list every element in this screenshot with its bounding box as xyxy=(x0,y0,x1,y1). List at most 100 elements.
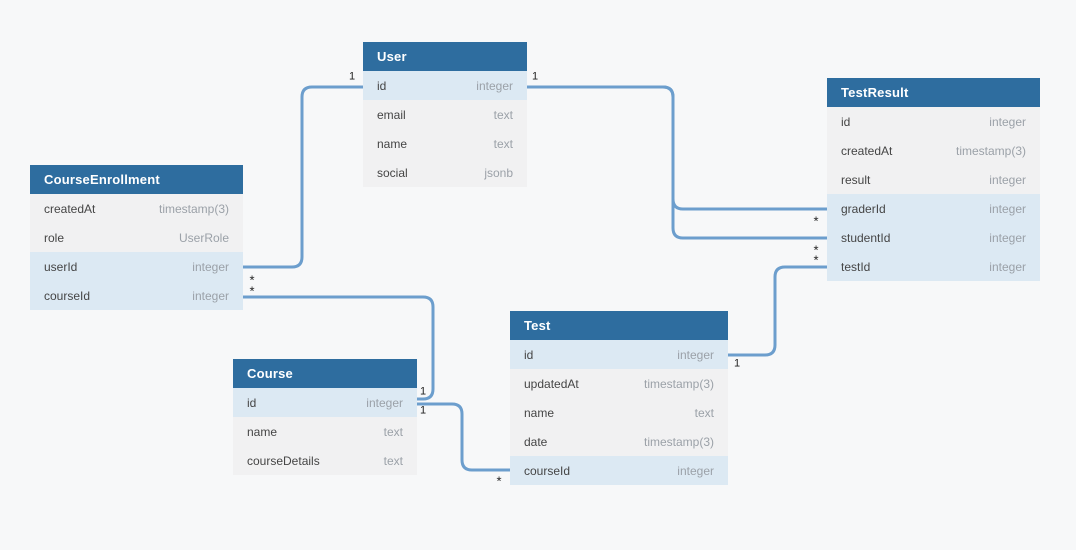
field-name: id xyxy=(247,395,257,410)
field-name: updatedAt xyxy=(524,376,579,391)
field-name: email xyxy=(377,107,406,122)
field-name: testId xyxy=(841,259,871,274)
field-row-createdAt[interactable]: createdAt timestamp(3) xyxy=(30,194,243,223)
field-row-userId[interactable]: userId integer xyxy=(30,252,243,281)
table-header-user[interactable]: User xyxy=(363,42,527,71)
cardinality-label-test-id: 1 xyxy=(733,357,741,370)
cardinality-label-user-right: 1 xyxy=(531,70,539,83)
field-name: result xyxy=(841,172,871,187)
field-type: text xyxy=(694,405,714,420)
field-type: timestamp(3) xyxy=(643,376,714,391)
connector-test-testresult xyxy=(728,265,827,357)
cardinality-label-course-id-bottom: 1 xyxy=(419,404,427,417)
field-type: text xyxy=(383,453,403,468)
cardinality-label-tr-studentid: * xyxy=(813,242,819,258)
table-fields-courseenrollment: createdAt timestamp(3) role UserRole userId i… xyxy=(30,194,243,310)
field-row-id[interactable]: id integer xyxy=(510,340,728,369)
field-name: id xyxy=(377,78,387,93)
field-type: integer xyxy=(989,230,1026,245)
field-row-studentId[interactable]: studentId integer xyxy=(827,223,1040,252)
table-title: TestResult xyxy=(841,85,909,100)
field-type: UserRole xyxy=(178,230,229,245)
cardinality-label-user-left: 1 xyxy=(348,70,356,83)
field-name: role xyxy=(44,230,65,245)
field-row-id[interactable]: id integer xyxy=(233,388,417,417)
table-test[interactable]: Test id integer updatedAt timestamp(3) name t… xyxy=(510,311,728,485)
field-type: integer xyxy=(192,288,229,303)
field-row-social[interactable]: social jsonb xyxy=(363,158,527,187)
field-name: courseId xyxy=(44,288,91,303)
cardinality-label-ce-courseid: * xyxy=(249,283,255,299)
field-row-updatedAt[interactable]: updatedAt timestamp(3) xyxy=(510,369,728,398)
table-header-test[interactable]: Test xyxy=(510,311,728,340)
field-row-name[interactable]: name text xyxy=(233,417,417,446)
field-type: integer xyxy=(476,78,513,93)
field-name: userId xyxy=(44,259,78,274)
table-header-testresult[interactable]: TestResult xyxy=(827,78,1040,107)
table-title: Test xyxy=(524,318,551,333)
field-row-courseId[interactable]: courseId integer xyxy=(30,281,243,310)
field-row-testId[interactable]: testId integer xyxy=(827,252,1040,281)
table-title: Course xyxy=(247,366,293,381)
field-name: createdAt xyxy=(44,201,96,216)
table-header-course[interactable]: Course xyxy=(233,359,417,388)
field-row-graderId[interactable]: graderId integer xyxy=(827,194,1040,223)
connector-course-test xyxy=(417,402,510,472)
field-type: timestamp(3) xyxy=(955,143,1026,158)
field-type: integer xyxy=(989,201,1026,216)
field-row-date[interactable]: date timestamp(3) xyxy=(510,427,728,456)
field-type: integer xyxy=(989,259,1026,274)
table-fields-course: id integer name text courseDetails text xyxy=(233,388,417,475)
field-name: date xyxy=(524,434,548,449)
field-name: name xyxy=(247,424,278,439)
field-type: integer xyxy=(366,395,403,410)
field-type: integer xyxy=(677,347,714,362)
field-name: courseDetails xyxy=(247,453,320,468)
field-type: integer xyxy=(192,259,229,274)
table-header-courseenrollment[interactable]: CourseEnrollment xyxy=(30,165,243,194)
field-row-email[interactable]: email text xyxy=(363,100,527,129)
field-type: integer xyxy=(677,463,714,478)
field-row-id[interactable]: id integer xyxy=(827,107,1040,136)
cardinality-label-tr-testid: * xyxy=(813,252,819,268)
table-fields-test: id integer updatedAt timestamp(3) name text da… xyxy=(510,340,728,485)
cardinality-label-ce-userid: * xyxy=(249,272,255,288)
field-row-courseId[interactable]: courseId integer xyxy=(510,456,728,485)
connector-user-courseenrollment xyxy=(243,85,363,269)
field-row-id[interactable]: id integer xyxy=(363,71,527,100)
table-title: User xyxy=(377,49,407,64)
field-type: jsonb xyxy=(484,165,513,180)
field-name: name xyxy=(524,405,555,420)
field-type: integer xyxy=(989,114,1026,129)
field-type: text xyxy=(383,424,403,439)
cardinality-label-test-courseid: * xyxy=(496,473,502,489)
field-row-name[interactable]: name text xyxy=(510,398,728,427)
table-testresult[interactable]: TestResult id integer createdAt timestamp(3… xyxy=(827,78,1040,281)
field-name: social xyxy=(377,165,408,180)
field-name: createdAt xyxy=(841,143,893,158)
cardinality-label-tr-graderid: * xyxy=(813,213,819,229)
field-type: text xyxy=(493,136,513,151)
field-name: courseId xyxy=(524,463,571,478)
cardinality-label-course-id-top: 1 xyxy=(419,385,427,398)
field-name: graderId xyxy=(841,201,886,216)
field-type: text xyxy=(493,107,513,122)
table-title: CourseEnrollment xyxy=(44,172,160,187)
field-row-role[interactable]: role UserRole xyxy=(30,223,243,252)
field-type: timestamp(3) xyxy=(643,434,714,449)
field-type: timestamp(3) xyxy=(158,201,229,216)
connector-user-testresult-grader xyxy=(527,85,827,211)
table-course[interactable]: Course id integer name text courseDetails tex… xyxy=(233,359,417,475)
field-name: id xyxy=(841,114,851,129)
field-row-courseDetails[interactable]: courseDetails text xyxy=(233,446,417,475)
field-name: id xyxy=(524,347,534,362)
table-courseenrollment[interactable]: CourseEnrollment createdAt timestamp(3) ro… xyxy=(30,165,243,310)
field-row-createdAt[interactable]: createdAt timestamp(3) xyxy=(827,136,1040,165)
field-name: studentId xyxy=(841,230,891,245)
